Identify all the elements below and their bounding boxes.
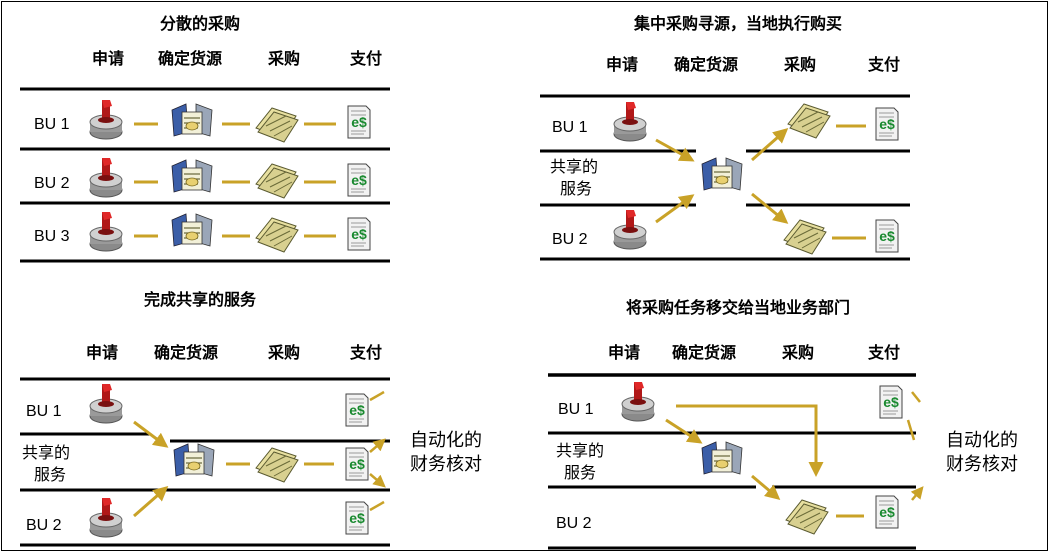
requisition-icon	[621, 381, 655, 422]
payment-icon	[875, 219, 899, 253]
header-payment: 支付	[867, 343, 900, 362]
panel-shared-services: 完成共享的服务 申请 确定货源 采购 支付 BU 1 共享的 服务 BU 2 自…	[20, 290, 482, 547]
row-label: 服务	[560, 180, 592, 198]
header-payment: 支付	[867, 55, 900, 74]
requisition-icon	[89, 383, 123, 424]
panel-centralized-sourcing: 集中采购寻源，当地执行购买 申请 确定货源 采购 支付 BU 1 共享的 服务 …	[540, 14, 910, 261]
header-requisition: 申请	[86, 343, 118, 362]
note-automated-reconciliation: 自动化的	[410, 430, 482, 451]
payment-icon	[879, 385, 903, 419]
panel-title: 分散的采购	[160, 14, 240, 33]
panel-title: 完成共享的服务	[144, 290, 257, 309]
header-purchase: 采购	[783, 55, 816, 74]
header-payment: 支付	[349, 343, 382, 362]
requisition-icon	[89, 157, 123, 198]
row-label: BU 1	[552, 119, 588, 136]
payment-icon	[347, 163, 371, 197]
sourcing-icon	[173, 443, 215, 477]
row-label: BU 2	[34, 175, 70, 192]
header-sourcing: 确定货源	[158, 49, 222, 68]
note-automated-reconciliation: 财务核对	[410, 454, 482, 475]
row-label: 共享的	[550, 158, 598, 176]
row-label: 服务	[34, 466, 66, 484]
row-label: BU 2	[552, 231, 588, 248]
header-requisition: 申请	[606, 55, 638, 74]
row-label: 共享的	[22, 444, 70, 462]
sourcing-icon	[171, 103, 213, 137]
header-sourcing: 确定货源	[672, 343, 736, 362]
header-sourcing: 确定货源	[674, 55, 738, 74]
row-label: BU 3	[34, 228, 70, 245]
header-purchase: 采购	[267, 343, 300, 362]
purchase-icon	[787, 103, 831, 139]
row-label: 服务	[564, 464, 596, 482]
payment-icon	[345, 393, 369, 427]
header-sourcing: 确定货源	[154, 343, 218, 362]
payment-icon	[345, 501, 369, 535]
header-payment: 支付	[349, 49, 382, 68]
header-requisition: 申请	[92, 49, 124, 68]
payment-icon	[347, 217, 371, 251]
header-requisition: 申请	[608, 343, 640, 362]
sourcing-icon	[701, 157, 743, 191]
payment-icon	[345, 447, 369, 481]
requisition-icon	[89, 99, 123, 140]
panel-title: 集中采购寻源，当地执行购买	[633, 14, 842, 33]
note-automated-reconciliation: 财务核对	[946, 454, 1018, 475]
requisition-icon	[613, 101, 647, 142]
payment-icon	[875, 107, 899, 141]
payment-icon	[347, 105, 371, 139]
row-label: BU 1	[34, 116, 70, 133]
header-purchase: 采购	[781, 343, 814, 362]
header-purchase: 采购	[267, 49, 300, 68]
purchase-icon	[255, 447, 299, 483]
purchase-icon	[783, 219, 827, 255]
payment-icon	[875, 495, 899, 529]
requisition-icon	[89, 211, 123, 252]
purchase-icon	[255, 107, 299, 143]
requisition-icon	[89, 497, 123, 538]
requisition-icon	[613, 209, 647, 250]
sourcing-icon	[171, 159, 213, 193]
purchase-icon	[255, 163, 299, 199]
purchase-icon	[785, 499, 829, 535]
sourcing-icon	[171, 213, 213, 247]
row-label: BU 1	[558, 401, 594, 418]
panel-title: 将采购任务移交给当地业务部门	[626, 298, 850, 317]
panel-handover-local: 将采购任务移交给当地业务部门 申请 确定货源 采购 支付 BU 1 共享的 服务…	[548, 298, 1018, 550]
panel-decentralized: 分散的采购 申请 确定货源 采购 支付 BU 1 BU 2 BU 3	[20, 14, 390, 263]
row-label: 共享的	[556, 442, 604, 460]
note-automated-reconciliation: 自动化的	[946, 430, 1018, 451]
sourcing-icon	[701, 441, 743, 475]
row-label: BU 1	[26, 403, 62, 420]
row-label: BU 2	[556, 515, 592, 532]
row-label: BU 2	[26, 517, 62, 534]
purchase-icon	[255, 217, 299, 253]
